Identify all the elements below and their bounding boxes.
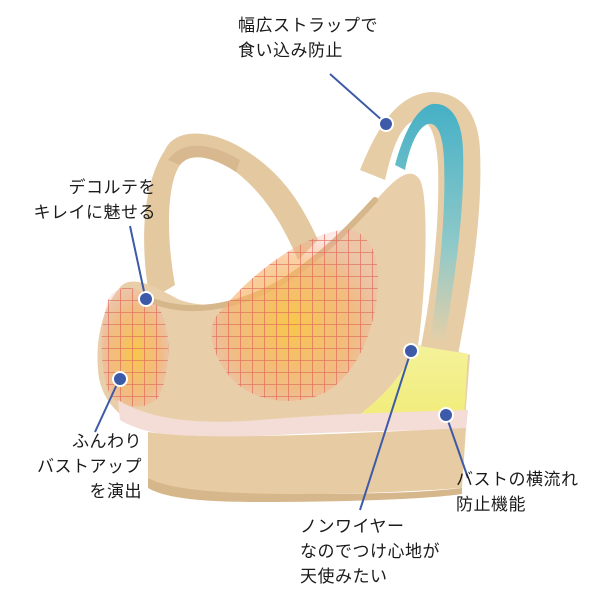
- callout-line: バストの横流れ: [456, 470, 579, 490]
- callout-line: デコルテを: [68, 178, 156, 198]
- callout-line: なのでつけ心地が: [300, 542, 440, 562]
- callout-side-flow: バストの横流れ 防止機能: [456, 468, 579, 518]
- callout-line: ふんわり: [72, 432, 142, 452]
- right-strap: [360, 92, 481, 355]
- callout-decollete: デコルテを キレイに魅せる: [6, 176, 156, 226]
- callout-non-wire: ノンワイヤー なのでつけ心地が 天使みたい: [300, 515, 440, 590]
- callout-wide-strap: 幅広ストラップで 食い込み防止: [238, 14, 378, 64]
- pointer-wire: [359, 343, 419, 511]
- callout-line: ノンワイヤー: [300, 517, 405, 537]
- callout-line: を演出: [89, 482, 142, 502]
- callout-line: 食い込み防止: [238, 41, 343, 61]
- pointer-lift: [94, 371, 128, 433]
- callout-line: 幅広ストラップで: [238, 16, 378, 36]
- callout-line: 天使みたい: [300, 567, 388, 587]
- callout-line: 防止機能: [456, 495, 526, 515]
- callout-line: バストアップ: [37, 457, 142, 477]
- left-strap: [144, 133, 318, 300]
- under-band: [118, 400, 468, 502]
- right-cup-mesh: [211, 229, 379, 401]
- callout-bust-lift: ふんわり バストアップ を演出: [8, 430, 142, 505]
- callout-line: キレイに魅せる: [33, 203, 156, 223]
- pointer-decollete: [129, 225, 154, 307]
- pointer-strap: [329, 73, 394, 132]
- pointer-side: [438, 407, 469, 479]
